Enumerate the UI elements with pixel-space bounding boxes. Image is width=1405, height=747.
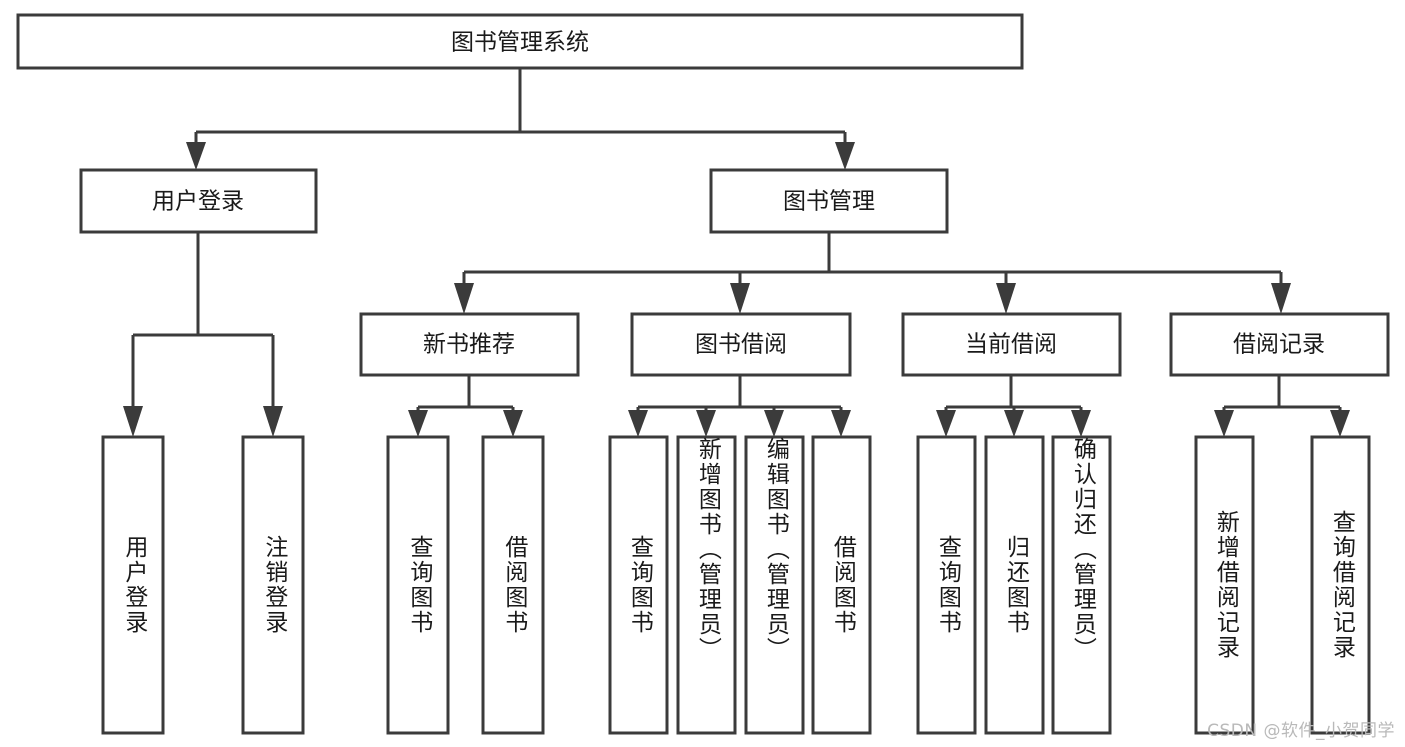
- arrow-head-icon: [503, 410, 523, 437]
- arrow-head-icon: [1214, 410, 1234, 437]
- node-new-book-recommend[interactable]: 新书推荐: [359, 312, 580, 377]
- leaf-box-query-book-c[interactable]: [916, 435, 977, 735]
- node-borrow-record[interactable]: 借阅记录: [1169, 312, 1390, 377]
- watermark-text: CSDN @软件_小贺同学: [1207, 721, 1395, 741]
- connector-book-mgmt-to-level3: [454, 232, 1291, 314]
- leaf-box-add-borrow-record[interactable]: [1194, 435, 1255, 735]
- node-user-login[interactable]: 用户登录: [79, 168, 318, 234]
- connector-new-book-to-leaves: [408, 375, 523, 437]
- arrow-head-icon: [696, 410, 716, 437]
- node-label-new-book-recommend: 新书推荐: [423, 332, 515, 358]
- leaf-box-user-login[interactable]: [101, 435, 165, 735]
- arrow-head-icon: [1330, 410, 1350, 437]
- connector-current-borrow-to-leaves: [936, 375, 1091, 437]
- leaf-box-group-book-borrow: [608, 435, 872, 735]
- node-book-borrow[interactable]: 图书借阅: [630, 312, 852, 377]
- arrow-head-icon: [628, 410, 648, 437]
- node-label-root-system: 图书管理系统: [451, 30, 589, 56]
- node-book-management[interactable]: 图书管理: [709, 168, 949, 234]
- node-label-user-login: 用户登录: [152, 189, 244, 215]
- leaf-box-query-book-a[interactable]: [386, 435, 450, 735]
- arrow-head-icon: [263, 406, 283, 437]
- leaf-box-confirm-return-admin[interactable]: [1051, 435, 1112, 735]
- node-label-book-management: 图书管理: [783, 189, 875, 215]
- node-label-borrow-record: 借阅记录: [1233, 332, 1325, 358]
- node-label-current-borrow: 当前借阅: [965, 332, 1057, 358]
- leaf-box-borrow-book-a[interactable]: [481, 435, 545, 735]
- leaf-box-logout-login[interactable]: [241, 435, 305, 735]
- leaf-box-return-book[interactable]: [984, 435, 1045, 735]
- connector-book-borrow-to-leaves: [628, 375, 851, 437]
- arrow-head-icon: [1071, 410, 1091, 437]
- node-root-system[interactable]: 图书管理系统: [16, 13, 1024, 70]
- arrow-head-icon: [454, 283, 474, 314]
- connector-borrow-record-to-leaves: [1214, 375, 1350, 437]
- arrow-head-icon: [408, 410, 428, 437]
- leaf-box-group-user-login: [101, 435, 305, 735]
- node-label-book-borrow: 图书借阅: [695, 332, 787, 358]
- arrow-head-icon: [730, 283, 750, 314]
- arrow-head-icon: [186, 142, 206, 170]
- arrow-head-icon: [1004, 410, 1024, 437]
- arrow-head-icon: [996, 283, 1016, 314]
- leaf-box-query-borrow-record[interactable]: [1310, 435, 1371, 735]
- leaf-box-group-current-borrow: [916, 435, 1112, 735]
- leaf-box-add-book-admin[interactable]: [676, 435, 737, 735]
- connector-user-login-to-leaves: [123, 232, 283, 437]
- arrow-head-icon: [835, 142, 855, 170]
- node-current-borrow[interactable]: 当前借阅: [901, 312, 1122, 377]
- leaf-box-edit-book-admin[interactable]: [744, 435, 805, 735]
- arrow-head-icon: [936, 410, 956, 437]
- arrow-head-icon: [1271, 283, 1291, 314]
- leaf-box-borrow-book-b[interactable]: [811, 435, 872, 735]
- leaf-box-group-borrow-record: [1194, 435, 1371, 735]
- arrow-head-icon: [123, 406, 143, 437]
- leaf-box-group-new-book: [386, 435, 545, 735]
- arrow-head-icon: [764, 410, 784, 437]
- leaf-box-query-book-b[interactable]: [608, 435, 669, 735]
- arrow-head-icon: [831, 410, 851, 437]
- connector-root-to-level2: [186, 68, 855, 170]
